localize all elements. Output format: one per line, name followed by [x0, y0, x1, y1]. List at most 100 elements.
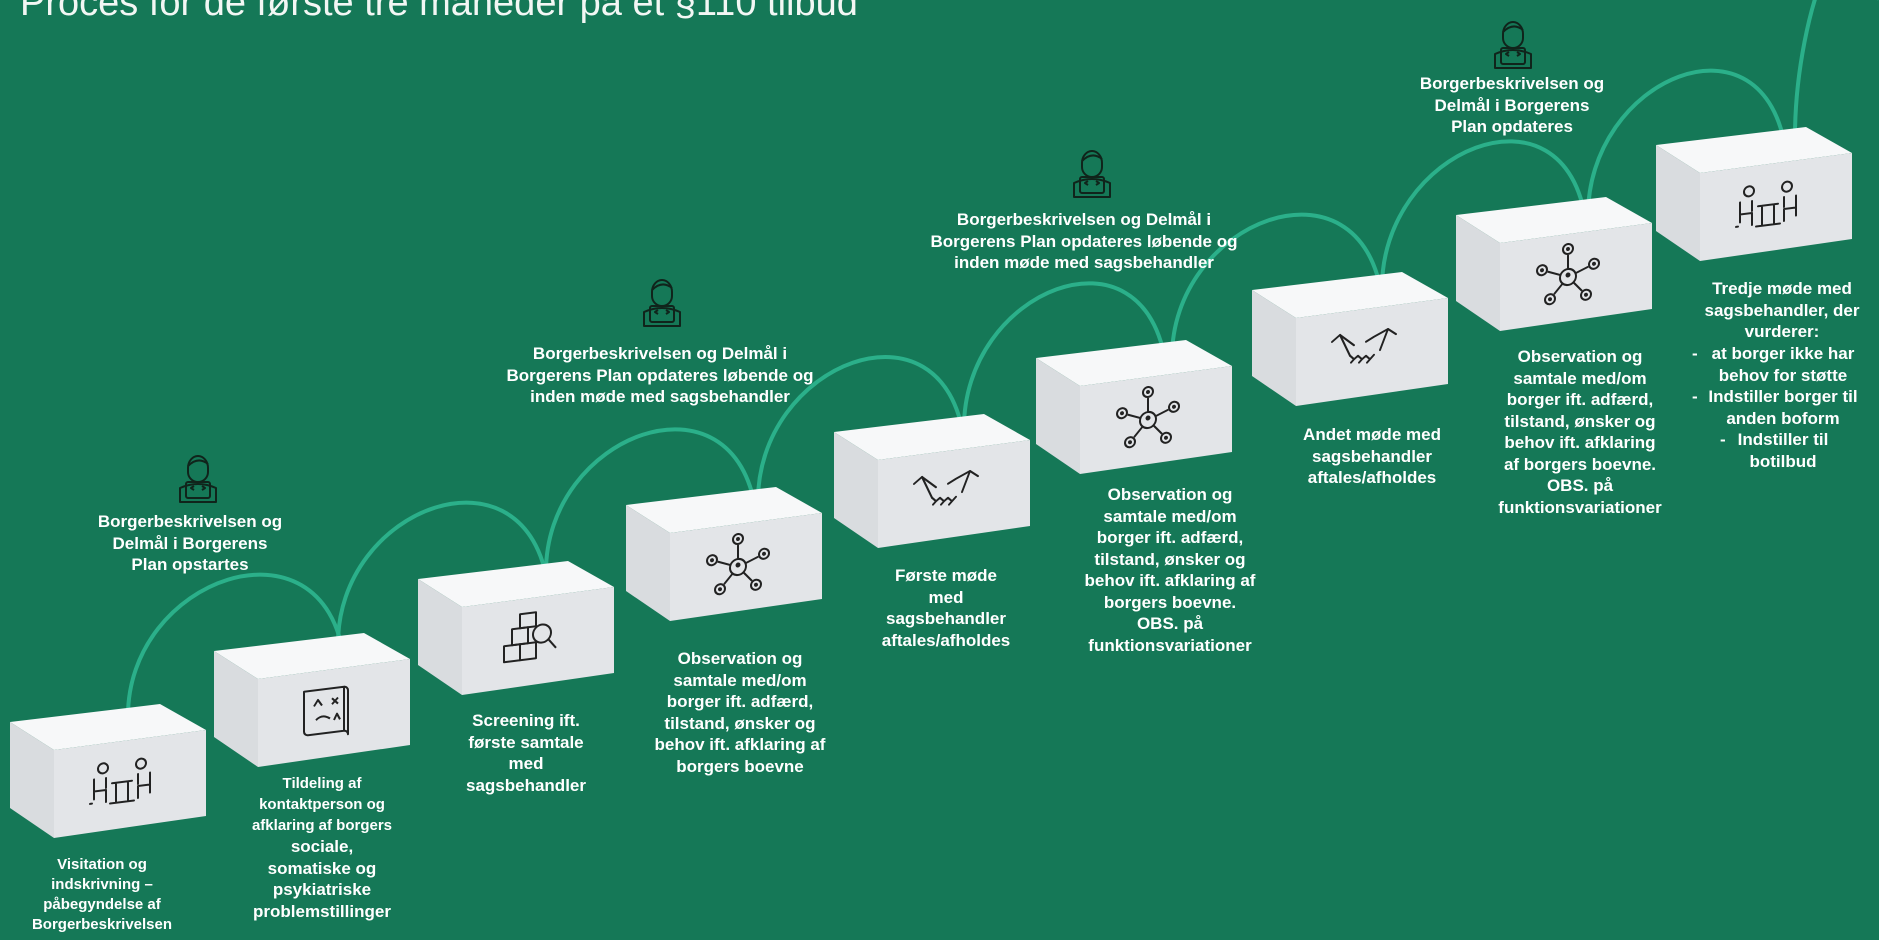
step-9-criteria-item-3: - Indstiller til botilbud [1690, 429, 1876, 472]
step-1-line-2: indskrivning – [51, 876, 153, 893]
plan-note-1: Borgerbeskrivelsen og Delmål i Borgerens… [70, 511, 310, 576]
person-laptop-icon [1494, 21, 1532, 69]
step-label-4: Observation og samtale med/om borger ift… [640, 648, 840, 777]
step-1-line-4: Borgerbeskrivelsen [31, 916, 173, 933]
plan-note-3: Borgerbeskrivelsen og Delmål i Borgerens… [904, 209, 1264, 274]
step-label-6: Observation og samtale med/om borger ift… [1070, 484, 1270, 656]
step-9-criteria-3-line-1: Indstiller til [1737, 430, 1829, 449]
step-box-7 [1252, 272, 1448, 406]
step-9-criteria-2-line-1: Indstiller borger til [1708, 387, 1858, 406]
plan-note-1-line-1: Borgerbeskrivelsen og [97, 512, 283, 531]
step-box-9 [1656, 127, 1852, 261]
step-2-line-1: Tildeling af [282, 775, 362, 792]
step-2-line-4: sociale, [290, 837, 354, 856]
step-label-3: Screening ift. første samtale med sagsbe… [436, 710, 616, 796]
step-2-line-2: kontaktperson og [259, 796, 385, 813]
arc-1 [125, 572, 346, 719]
step-4-line-6: borgers boevne [676, 756, 804, 776]
step-7-line-3: aftales/afholdes [1307, 468, 1437, 487]
handshake-icon [913, 470, 979, 506]
person-laptop-icon [179, 455, 217, 503]
page-title: Proces for de første tre måneder på et §… [20, 0, 858, 24]
step-6-line-1: Observation og [1107, 485, 1233, 504]
network-people-icon [1536, 242, 1600, 306]
step-2-line-5: somatiske og [267, 858, 377, 878]
arc-2 [335, 500, 550, 647]
plan-note-4: Borgerbeskrivelsen og Delmål i Borgerens… [1392, 73, 1632, 138]
step-box-8 [1456, 197, 1652, 331]
step-label-5: Første møde med sagsbehandler aftales/af… [856, 565, 1036, 651]
step-box-5 [834, 414, 1030, 548]
step-label-1: Visitation og indskrivning – påbegyndels… [12, 855, 192, 935]
plan-note-3-line-3: inden møde med sagsbehandler [954, 253, 1214, 272]
step-8-line-3: borger ift. adfærd, [1506, 390, 1654, 409]
step-2-line-6: psykiatriske [272, 880, 372, 899]
step-7-line-1: Andet møde med [1303, 425, 1441, 444]
boxes-search-icon [503, 611, 557, 664]
plan-note-4-line-1: Borgerbeskrivelsen og [1419, 74, 1605, 93]
plan-note-2: Borgerbeskrivelsen og Delmål i Borgerens… [480, 343, 840, 408]
arc-7 [1379, 139, 1588, 291]
step-9-criteria-1-line-1: at borger ikke har [1711, 344, 1855, 363]
step-5-line-1: Første møde [894, 566, 998, 585]
step-9-line-2: sagsbehandler, der [1704, 300, 1860, 320]
step-label-7: Andet møde med sagsbehandler aftales/afh… [1282, 424, 1462, 489]
arc-6 [1169, 212, 1384, 361]
step-label-8: Observation og samtale med/om borger ift… [1480, 346, 1680, 518]
step-9-criteria-list: - at borger ikke har behov for støtte - … [1690, 343, 1876, 472]
step-label-2: Tildeling af kontaktperson og afklaring … [232, 773, 412, 922]
plan-note-4-line-2: Delmål i Borgerens [1434, 95, 1590, 115]
step-4-line-4: tilstand, ønsker og [664, 713, 816, 733]
step-box-4 [626, 487, 822, 621]
plan-note-1-line-3: Plan opstartes [131, 555, 249, 574]
map-icon [303, 685, 349, 737]
handshake-icon [1331, 328, 1397, 364]
step-9-criteria-2-line-2: anden boform [1726, 408, 1840, 428]
step-1-line-1: Visitation og [57, 856, 147, 873]
plan-note-1-line-2: Delmål i Borgerens [112, 533, 268, 553]
step-8-line-4: tilstand, ønsker og [1504, 411, 1656, 431]
step-5-line-3: sagsbehandler [886, 609, 1006, 628]
step-6-line-3: borger ift. adfærd, [1096, 528, 1244, 547]
person-laptop-icon [1073, 150, 1111, 198]
plan-note-3-line-2: Borgerens Plan opdateres løbende og [930, 231, 1238, 251]
list-dash: - [1692, 387, 1698, 406]
network-people-icon [1116, 385, 1180, 449]
list-dash: - [1692, 344, 1698, 363]
step-3-line-4: sagsbehandler [466, 775, 586, 795]
step-4-line-1: Observation og [677, 649, 803, 668]
step-box-2 [214, 633, 410, 767]
plan-note-2-line-3: inden møde med sagsbehandler [530, 387, 790, 406]
step-label-9: Tredje møde med sagsbehandler, der vurde… [1694, 278, 1870, 343]
step-7-line-2: sagsbehandler [1312, 446, 1432, 466]
arc-5 [961, 281, 1168, 431]
meeting-table-icon [1735, 180, 1797, 228]
step-9-criteria-3-line-2: botilbud [1749, 451, 1817, 471]
step-1-line-3: påbegyndelse af [43, 896, 161, 913]
step-4-line-5: behov ift. afklaring af [654, 735, 826, 754]
person-laptop-icon [643, 279, 681, 327]
step-3-line-1: Screening ift. [472, 711, 580, 730]
step-8-line-8: funktionsvariationer [1498, 497, 1662, 517]
step-box-1 [10, 704, 206, 838]
step-6-line-2: samtale med/om [1103, 506, 1237, 526]
step-9-criteria-item-1: - at borger ikke har behov for støtte [1690, 343, 1876, 386]
step-9-line-3: vurderer: [1744, 322, 1820, 341]
step-9-criteria-item-2: - Indstiller borger til anden boform [1690, 386, 1876, 429]
plan-note-2-line-1: Borgerbeskrivelsen og Delmål i [532, 344, 788, 363]
step-8-line-1: Observation og [1517, 347, 1643, 366]
step-6-line-7: OBS. på [1136, 614, 1204, 633]
step-6-line-4: tilstand, ønsker og [1094, 549, 1246, 569]
arc-3 [543, 427, 758, 575]
step-4-line-2: samtale med/om [673, 670, 807, 690]
step-9-line-1: Tredje møde med [1712, 279, 1852, 298]
list-dash: - [1720, 430, 1726, 449]
step-3-line-2: første samtale [468, 732, 584, 752]
step-2-line-3: afklaring af borgers [251, 817, 393, 834]
step-box-6 [1036, 340, 1232, 474]
step-6-line-8: funktionsvariationer [1088, 635, 1252, 655]
plan-note-3-line-1: Borgerbeskrivelsen og Delmål i [956, 210, 1212, 229]
step-5-line-2: med [928, 587, 964, 607]
step-8-line-6: af borgers boevne. [1503, 454, 1657, 474]
